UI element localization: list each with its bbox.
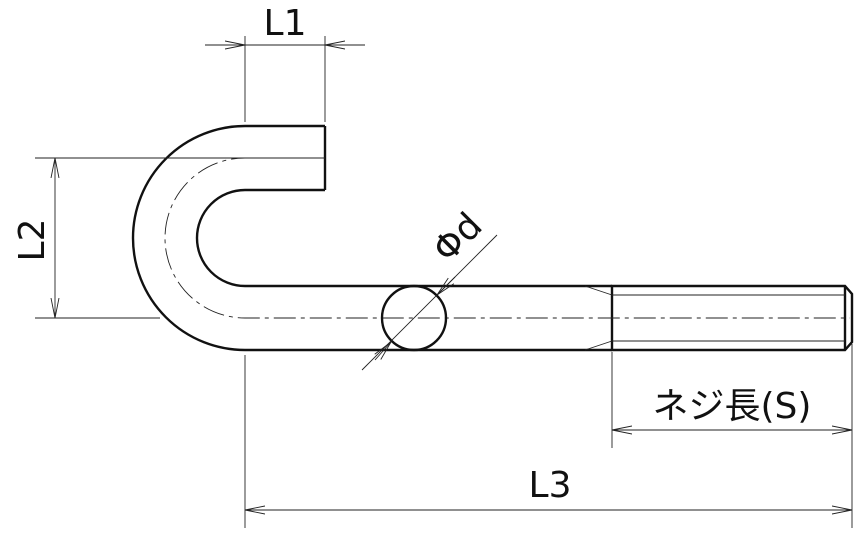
center-line <box>164 157 850 319</box>
label-thread-length: ネジ長(S) <box>653 386 812 427</box>
label-diameter: Φd <box>425 205 490 270</box>
diameter-section-circle <box>380 284 448 352</box>
label-l1: L1 <box>264 3 307 44</box>
dimension-thread-length <box>611 344 853 528</box>
dimension-l1 <box>205 36 365 122</box>
dimension-diameter <box>361 234 498 371</box>
label-l3: L3 <box>529 465 572 506</box>
label-l2: L2 <box>12 219 53 262</box>
dimension-l3 <box>244 355 852 528</box>
dimension-l2 <box>35 157 320 319</box>
bolt-outline <box>131 124 854 352</box>
